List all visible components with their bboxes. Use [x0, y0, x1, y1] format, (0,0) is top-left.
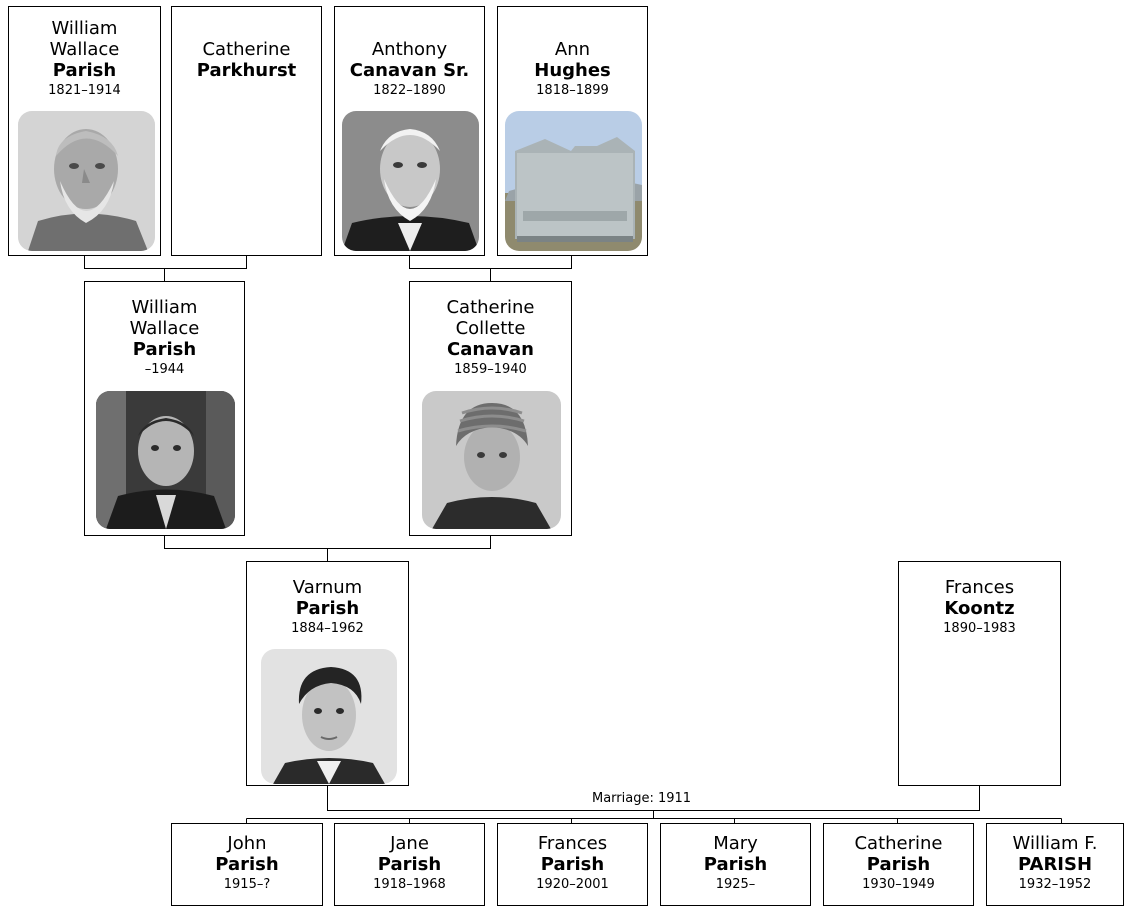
- person-dates: 1920–2001: [536, 877, 609, 892]
- person-dates: 1890–1983: [943, 621, 1016, 636]
- person-surname: Koontz: [944, 598, 1015, 619]
- man-in-suit-photo: [96, 391, 235, 529]
- person-dates: 1925–: [715, 877, 756, 892]
- person-surname: Canavan: [446, 339, 534, 360]
- person-card-catherine-collette-canavan[interactable]: Catherine Collette Canavan 1859–1940: [409, 281, 572, 536]
- person-dates: –1944: [144, 362, 185, 377]
- person-surname: Canavan Sr.: [349, 60, 470, 81]
- person-given-name: Frances: [944, 577, 1015, 598]
- person-surname: Parish: [540, 854, 605, 875]
- person-given-name: Jane: [390, 833, 429, 854]
- person-given-name: Varnum: [292, 577, 363, 598]
- young-man-portrait-photo: [261, 649, 397, 784]
- person-given-name: Catherine Collette: [446, 297, 535, 339]
- person-card-frances-koontz[interactable]: Frances Koontz 1890–1983: [898, 561, 1061, 786]
- person-dates: 1918–1968: [373, 877, 446, 892]
- person-given-name: William F.: [1012, 833, 1098, 854]
- person-given-name: Ann: [554, 39, 591, 60]
- person-surname: Parish: [377, 854, 442, 875]
- person-given-name: Mary: [713, 833, 758, 854]
- person-given-name: Catherine: [202, 39, 291, 60]
- person-surname: Parish: [215, 854, 279, 875]
- marriage-label: Marriage: 1911: [590, 791, 694, 807]
- person-given-name: Anthony: [371, 39, 448, 60]
- person-dates: 1932–1952: [1018, 877, 1092, 892]
- child-card-john-parish[interactable]: John Parish 1915–?: [171, 823, 323, 906]
- person-given-name: Frances: [537, 833, 608, 854]
- person-dates: 1859–1940: [454, 362, 527, 377]
- person-surname: Parish: [132, 339, 197, 360]
- connector-canavan-hughes: [409, 256, 572, 269]
- person-dates: 1821–1914: [48, 83, 121, 98]
- person-surname: Parish: [703, 854, 768, 875]
- child-card-jane-parish[interactable]: Jane Parish 1918–1968: [334, 823, 485, 906]
- person-surname: Parish: [295, 598, 360, 619]
- person-card-varnum-parish[interactable]: Varnum Parish 1884–1962: [246, 561, 409, 786]
- connector-wwp-ccc: [164, 536, 491, 549]
- person-dates: 1884–1962: [291, 621, 364, 636]
- person-card-anthony-canavan-sr[interactable]: Anthony Canavan Sr. 1822–1890: [334, 6, 485, 256]
- person-dates: 1818–1899: [536, 83, 609, 98]
- person-surname: PARISH: [1017, 854, 1093, 875]
- person-surname: Hughes: [534, 60, 611, 81]
- child-card-catherine-parish[interactable]: Catherine Parish 1930–1949: [823, 823, 974, 906]
- person-surname: Parish: [52, 60, 117, 81]
- person-given-name: John: [227, 833, 267, 854]
- gravestone-photo: [505, 111, 642, 251]
- person-card-william-wallace-parish-jr[interactable]: William Wallace Parish –1944: [84, 281, 245, 536]
- person-card-catherine-parkhurst[interactable]: Catherine Parkhurst: [171, 6, 322, 256]
- person-dates: 1915–?: [223, 877, 271, 892]
- child-card-william-f-parish[interactable]: William F. PARISH 1932–1952: [986, 823, 1124, 906]
- elderly-bearded-man-photo: [18, 111, 155, 251]
- person-surname: Parkhurst: [196, 60, 297, 81]
- person-dates: 1930–1949: [862, 877, 935, 892]
- person-card-ann-hughes[interactable]: Ann Hughes 1818–1899: [497, 6, 648, 256]
- person-given-name: William Wallace: [49, 18, 120, 60]
- connector-parish-parkhurst: [84, 256, 247, 269]
- person-surname: Parish: [866, 854, 931, 875]
- person-dates: 1822–1890: [373, 83, 446, 98]
- child-card-mary-parish[interactable]: Mary Parish 1925–: [660, 823, 811, 906]
- person-given-name: Catherine: [854, 833, 943, 854]
- child-card-frances-parish[interactable]: Frances Parish 1920–2001: [497, 823, 648, 906]
- woman-in-knit-hat-photo: [422, 391, 561, 529]
- older-man-white-beard-photo: [342, 111, 479, 251]
- person-card-william-wallace-parish-sr[interactable]: William Wallace Parish 1821–1914: [8, 6, 161, 256]
- person-given-name: William Wallace: [129, 297, 200, 339]
